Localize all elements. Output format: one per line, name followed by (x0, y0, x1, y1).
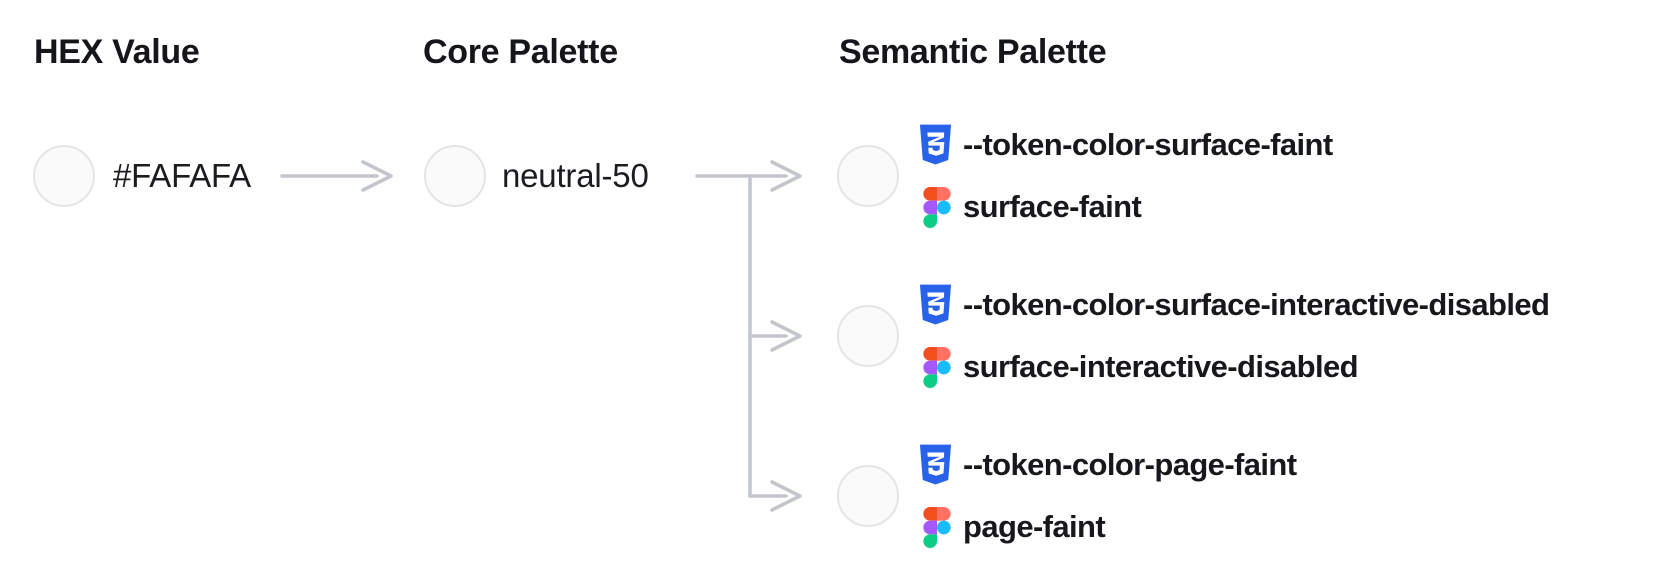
branch-bottom-arrowhead (770, 480, 802, 512)
figma-token-label: surface-faint (963, 189, 1142, 224)
core-palette-label: neutral-50 (502, 157, 649, 194)
hex-value-label: #FAFAFA (113, 157, 251, 194)
semantic-swatch-circle (837, 145, 899, 207)
css-token-label: --token-color-surface-interactive-disabl… (963, 287, 1550, 322)
css-token-label: --token-color-page-faint (963, 447, 1297, 482)
token-lines: --token-color-page-faint page-faint (918, 434, 1297, 558)
css3-icon (918, 284, 953, 326)
token-lines: --token-color-surface-faint surface-fain… (918, 114, 1333, 238)
token-lines: --token-color-surface-interactive-disabl… (918, 274, 1550, 398)
branch-top-arrowhead (770, 160, 802, 192)
arrow-hex-to-core-head (361, 160, 393, 192)
figma-token-line: surface-interactive-disabled (918, 336, 1549, 398)
column-header-core-palette: Core Palette (423, 33, 618, 71)
hex-swatch-circle (33, 145, 95, 207)
column-header-semantic-palette: Semantic Palette (839, 33, 1107, 71)
column-header-hex-value: HEX Value (34, 33, 200, 71)
figma-icon (918, 506, 953, 548)
semantic-token-row: --token-color-surface-faint surface-fain… (837, 114, 1333, 238)
branch-mid-arrowhead (770, 320, 802, 352)
css-token-line: --token-color-surface-faint (918, 114, 1333, 176)
semantic-token-row: --token-color-surface-interactive-disabl… (837, 274, 1550, 398)
css-token-line: --token-color-page-faint (918, 434, 1297, 496)
css-token-label: --token-color-surface-faint (963, 127, 1333, 162)
figma-token-label: page-faint (963, 509, 1106, 544)
css-token-line: --token-color-surface-interactive-disabl… (918, 274, 1550, 336)
css3-icon (918, 124, 953, 166)
figma-token-line: page-faint (918, 496, 1296, 558)
figma-icon (918, 346, 953, 388)
figma-token-label: surface-interactive-disabled (963, 349, 1359, 384)
core-swatch-circle (424, 145, 486, 207)
hex-value-node: #FAFAFA (33, 145, 251, 207)
semantic-swatch-circle (837, 465, 899, 527)
figma-token-line: surface-faint (918, 176, 1333, 238)
semantic-swatch-circle (837, 305, 899, 367)
core-palette-node: neutral-50 (424, 145, 649, 207)
semantic-token-row: --token-color-page-faint page-faint (837, 434, 1297, 558)
figma-icon (918, 186, 953, 228)
css3-icon (918, 444, 953, 486)
